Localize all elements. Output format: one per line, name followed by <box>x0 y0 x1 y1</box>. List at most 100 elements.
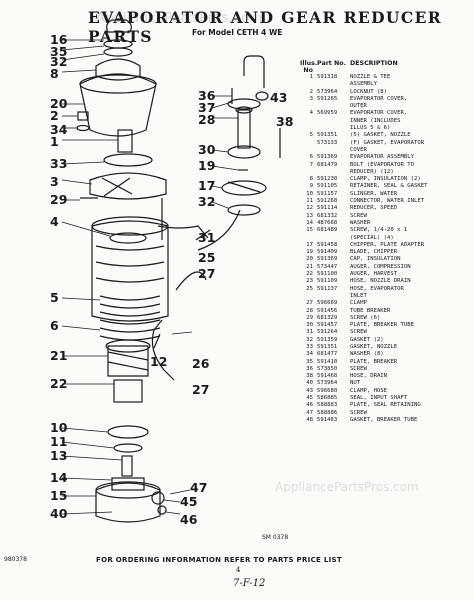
part-no-cell: 591351 <box>317 132 338 139</box>
illus-no-cell <box>300 81 317 88</box>
catalog-number: 980378 <box>4 556 27 563</box>
chipper-17 <box>221 180 267 196</box>
illus-no-cell: 4 <box>309 110 313 117</box>
description-cell: INNER (INCLUDES <box>350 117 401 124</box>
page-number: 4 <box>236 566 241 574</box>
description-cell: WASHER (8) <box>350 351 384 358</box>
illus-no-cell <box>300 293 317 300</box>
illus-no-cell: 2 <box>309 88 313 95</box>
description-cell: BOLT (EVAPORATOR TO <box>350 161 414 168</box>
callout-46: 46 <box>180 512 198 527</box>
part-no-cell: 573964 <box>317 380 338 387</box>
description-cell: PLATE, BREAKER <box>350 358 398 365</box>
callout-28: 28 <box>198 112 216 127</box>
description-cell: SCREW <box>350 329 367 336</box>
callout-43: 43 <box>270 90 288 105</box>
callout-8: 8 <box>50 66 59 81</box>
illus-no-cell: 48 <box>306 416 313 423</box>
header-description: DESCRIPTION <box>350 60 398 67</box>
water-inlet-hose <box>157 225 209 239</box>
part-no-cell: 586885 <box>317 395 338 402</box>
part-no-cell: 596680 <box>317 387 338 394</box>
part-no-cell <box>317 81 350 88</box>
description-cell: PLATE, SEAL RETAINING <box>350 402 421 409</box>
reducer-shaft <box>121 455 133 477</box>
description-cell: NUT <box>350 380 361 387</box>
callout-32: 32 <box>50 54 68 69</box>
part-no-cell: 591109 <box>317 278 338 285</box>
illus-no-cell: 46 <box>306 402 313 409</box>
description-cell: OUTER <box>350 103 367 110</box>
drain-hose-lower <box>151 319 175 381</box>
illus-no-cell: 14 <box>306 219 313 226</box>
illus-no-cell: 1 <box>309 74 313 80</box>
illus-no-cell: 10 <box>306 190 313 197</box>
part-no-cell: 591268 <box>317 198 338 205</box>
watermark-lower: AppliancePartsPros.com <box>275 480 419 494</box>
page-subtitle: For Model CETH 4 WE <box>192 28 283 37</box>
description-cell: BLADE, CHIPPER <box>350 249 398 256</box>
callout-30: 30 <box>198 142 216 157</box>
callout-2: 2 <box>50 108 59 123</box>
part-no-cell: 487668 <box>317 219 338 226</box>
callout-27: 27 <box>198 266 216 281</box>
part-no-cell: 591409 <box>317 249 338 256</box>
callout-13: 13 <box>50 448 68 463</box>
illus-no-cell: 12 <box>306 205 313 212</box>
description-cell: SCREW <box>350 212 367 219</box>
part-no-cell: 591456 <box>317 307 338 314</box>
illus-no-cell: 47 <box>306 409 313 416</box>
illus-no-cell: 20 <box>306 256 313 263</box>
part-no-cell <box>317 103 350 110</box>
part-no-cell: 591137 <box>317 285 338 292</box>
callout-11: 11 <box>50 434 68 449</box>
illus-no-cell: 29 <box>306 314 313 321</box>
illus-no-cell: 30 <box>306 322 313 329</box>
clamp-43 <box>255 91 269 101</box>
description-cell: SLINGER, WATER <box>350 190 398 197</box>
tube-breaker <box>237 109 251 149</box>
part-no-cell: 681479 <box>317 161 338 168</box>
insulation-cap <box>95 58 141 81</box>
description-cell: EVAPORATOR COVER, <box>350 110 408 117</box>
callout-1: 1 <box>50 134 59 149</box>
part-no-cell: 591369 <box>317 256 338 263</box>
description-cell: REDUCER, SPEED <box>350 205 398 212</box>
illus-no-cell <box>300 235 317 242</box>
part-no-cell: 591264 <box>317 329 338 336</box>
part-no-cell: 591457 <box>317 322 338 329</box>
part-no-cell: 591458 <box>317 241 338 248</box>
washer-34 <box>76 124 90 132</box>
page-title: EVAPORATOR AND GEAR REDUCER PARTS <box>88 8 443 46</box>
evaporator-gasket <box>109 232 147 244</box>
evaporator-assembly <box>91 220 169 322</box>
handwritten-date: 7-F-12 <box>233 578 266 589</box>
screw-31 <box>195 229 211 241</box>
description-cell: EVAPORATOR ASSEMBLY <box>350 154 414 161</box>
callout-40: 40 <box>50 506 68 521</box>
callout-31: 31 <box>198 230 216 245</box>
part-no-cell: 681329 <box>317 314 338 321</box>
refrigerant-coil <box>99 295 161 341</box>
part-no-cell: 681332 <box>317 212 338 219</box>
callout-47: 47 <box>190 480 208 495</box>
callout-29: 29 <box>50 192 68 207</box>
part-no-cell: 591105 <box>317 183 338 190</box>
